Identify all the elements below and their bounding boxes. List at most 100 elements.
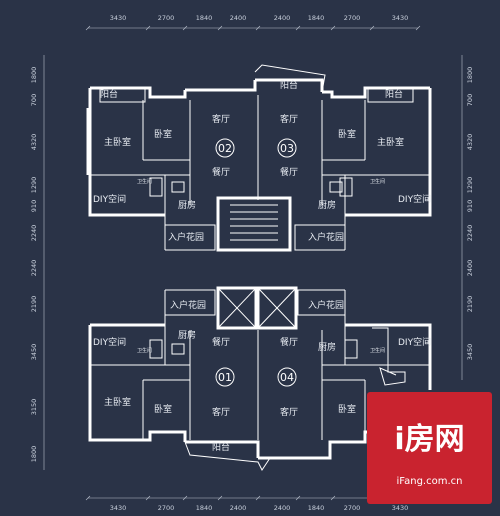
dimension-tick <box>182 495 188 501</box>
unit-04: 04 <box>280 371 294 384</box>
dim-left-1: 700 <box>30 94 38 106</box>
dim-bottom-5: 1840 <box>308 504 325 512</box>
dim-left-4: 910 <box>30 200 38 212</box>
dim-left-7: 2190 <box>30 296 38 313</box>
dim-right-3: 1290 <box>466 177 474 194</box>
label-master-bedroom-03: 主卧室 <box>377 136 404 148</box>
dim-left-5: 2240 <box>30 225 38 242</box>
label-master-bedroom-01: 主卧室 <box>104 396 131 408</box>
dim-right-6: 2400 <box>466 260 474 277</box>
walls-top-half <box>86 64 432 252</box>
dimension-tick <box>415 25 421 31</box>
ifang-logo: i房网 iFang.com.cn <box>367 392 492 504</box>
label-living-04: 客厅 <box>280 406 298 418</box>
label-living-01: 客厅 <box>212 406 230 418</box>
dim-left-6: 2240 <box>30 260 38 277</box>
dim-left-0: 1800 <box>30 67 38 84</box>
label-kitchen-01: 厨房 <box>178 329 196 341</box>
label-toilet-04: 卫生间 <box>370 347 385 354</box>
dim-top-6: 2700 <box>344 14 361 22</box>
dim-right-5: 2240 <box>466 225 474 242</box>
dim-left-10: 1800 <box>30 446 38 463</box>
label-dining-03: 餐厅 <box>280 166 298 178</box>
dimension-lines <box>43 25 463 501</box>
label-balcony-center-bottom: 阳台 <box>212 441 230 453</box>
dimension-tick <box>369 25 375 31</box>
dim-top-2: 1840 <box>196 14 213 22</box>
dim-bottom-3: 2400 <box>230 504 247 512</box>
label-dining-02: 餐厅 <box>212 166 230 178</box>
dim-right-2: 4320 <box>466 134 474 151</box>
label-bedroom-02: 卧室 <box>154 128 172 140</box>
dim-left-2: 4320 <box>30 134 38 151</box>
label-balcony-center-top: 阳台 <box>280 79 298 91</box>
label-balcony-right-top: 阳台 <box>385 88 403 100</box>
dimension-tick <box>255 495 261 501</box>
dimension-tick <box>330 495 336 501</box>
unit-03: 03 <box>280 142 294 155</box>
dimension-tick <box>255 25 261 31</box>
dim-bottom-2: 1840 <box>196 504 213 512</box>
room-labels-top: 阳台 阳台 阳台 主卧室 卧室 客厅 客厅 卧室 主卧室 餐厅 餐厅 厨房 厨房… <box>93 79 431 243</box>
dim-right-7: 2190 <box>466 296 474 313</box>
dim-top-1: 2700 <box>158 14 175 22</box>
dim-top-0: 3430 <box>110 14 127 22</box>
label-diy-03: DIY空间 <box>398 193 431 205</box>
dim-right-8: 3450 <box>466 344 474 361</box>
label-toilet-01: 卫生间 <box>137 347 152 354</box>
dim-bottom-1: 2700 <box>158 504 175 512</box>
label-diy-04: DIY空间 <box>398 336 431 348</box>
label-master-bedroom-02: 主卧室 <box>104 136 131 148</box>
dim-right-4: 910 <box>466 200 474 212</box>
dimension-tick <box>217 25 223 31</box>
label-living-02: 客厅 <box>212 113 230 125</box>
label-kitchen-04: 厨房 <box>318 341 336 353</box>
dimension-tick <box>145 25 151 31</box>
label-toilet-03: 卫生间 <box>370 178 385 185</box>
dim-left-9: 3150 <box>30 399 38 416</box>
label-diy-01: DIY空间 <box>93 336 126 348</box>
label-entry-garden-03: 入户花园 <box>308 231 344 243</box>
logo-text: i房网 <box>394 422 465 457</box>
dim-top-4: 2400 <box>274 14 291 22</box>
stair-treads <box>230 204 278 241</box>
left-dimensions: 1800 700 4320 1290 910 2240 2240 2190 34… <box>30 67 38 463</box>
dim-bottom-4: 2400 <box>274 504 291 512</box>
label-entry-garden-02: 入户花园 <box>168 231 204 243</box>
label-entry-garden-04: 入户花园 <box>308 299 344 311</box>
dim-right-1: 700 <box>466 94 474 106</box>
label-bedroom-04: 卧室 <box>338 403 356 415</box>
dimension-tick <box>145 495 151 501</box>
dimension-tick <box>85 495 91 501</box>
label-dining-01: 餐厅 <box>212 336 230 348</box>
dim-left-3: 1290 <box>30 177 38 194</box>
walls-bottom-half <box>88 286 432 471</box>
unit-01: 01 <box>218 371 232 384</box>
dim-bottom-7: 3430 <box>392 504 409 512</box>
dimension-tick <box>330 25 336 31</box>
dimension-tick <box>295 495 301 501</box>
label-bedroom-03: 卧室 <box>338 128 356 140</box>
label-dining-04: 餐厅 <box>280 336 298 348</box>
logo-url: iFang.com.cn <box>396 476 463 487</box>
dim-bottom-0: 3430 <box>110 504 127 512</box>
dimension-tick <box>217 495 223 501</box>
dim-top-3: 2400 <box>230 14 247 22</box>
right-dimensions: 1800 700 4320 1290 910 2240 2400 2190 34… <box>466 67 474 361</box>
bottom-dimensions: 3430 2700 1840 2400 2400 1840 2700 3430 <box>110 504 409 512</box>
room-labels-bottom: 入户花园 入户花园 厨房 厨房 餐厅 餐厅 DIY空间 DIY空间 主卧室 卧室… <box>93 299 431 453</box>
dimension-tick <box>85 25 91 31</box>
dim-top-5: 1840 <box>308 14 325 22</box>
label-bedroom-01: 卧室 <box>154 403 172 415</box>
label-entry-garden-01: 入户花园 <box>170 299 206 311</box>
dimension-tick <box>182 25 188 31</box>
unit-02: 02 <box>218 142 232 155</box>
dim-bottom-6: 2700 <box>344 504 361 512</box>
label-diy-02: DIY空间 <box>93 193 126 205</box>
label-living-03: 客厅 <box>280 113 298 125</box>
dim-left-8: 3450 <box>30 344 38 361</box>
label-kitchen-03: 厨房 <box>318 199 336 211</box>
label-balcony-left-top: 阳台 <box>100 88 118 100</box>
top-dimensions: 3430 2700 1840 2400 2400 1840 2700 3430 <box>110 14 409 22</box>
